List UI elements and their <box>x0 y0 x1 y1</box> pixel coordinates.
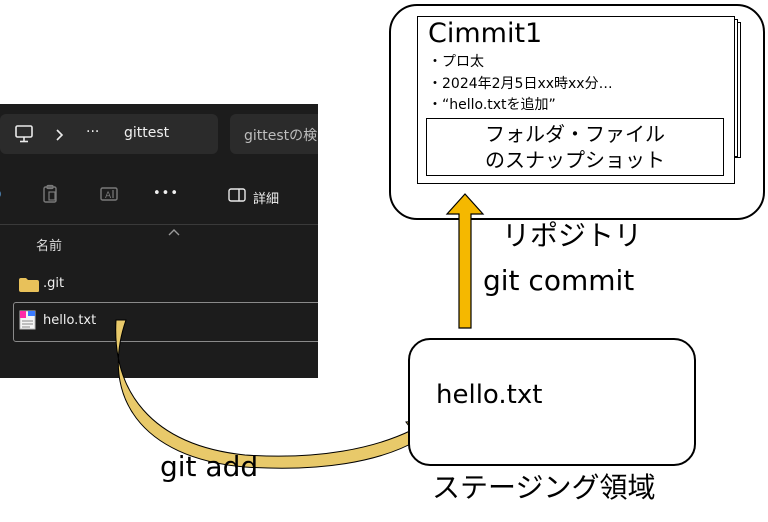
details-button-label[interactable]: 詳細 <box>253 192 280 207</box>
staged-file-name: hello.txt <box>436 380 543 410</box>
details-pane-icon[interactable] <box>228 188 246 202</box>
snapshot-line-2: のスナップショット <box>485 148 665 172</box>
more-options-button[interactable]: ••• <box>153 186 180 201</box>
staging-area-label: ステージング領域 <box>432 471 656 504</box>
commit-author: ・プロ太 <box>428 54 484 70</box>
breadcrumb-ellipsis[interactable]: ··· <box>86 124 100 140</box>
file-explorer-window: ··· gittest gittestの検 A ••• 詳細 名前 .git h <box>0 104 318 378</box>
paste-icon[interactable] <box>40 184 60 204</box>
toolbar-divider <box>0 224 318 225</box>
text-file-icon <box>19 310 36 330</box>
sort-chevron-up-icon <box>168 229 180 236</box>
commit-message: ・“hello.txtを追加” <box>428 97 556 113</box>
snapshot-line-1: フォルダ・ファイル <box>485 122 665 146</box>
chevron-right-icon <box>56 129 64 141</box>
column-header-name[interactable]: 名前 <box>36 239 63 254</box>
computer-icon <box>15 125 33 143</box>
snapshot-box: フォルダ・ファイル のスナップショット <box>426 118 724 176</box>
breadcrumb-folder[interactable]: gittest <box>124 125 170 141</box>
folder-icon <box>19 278 39 292</box>
add-curved-arrow <box>115 319 441 469</box>
svg-text:A: A <box>105 191 112 201</box>
staging-area-box <box>408 338 696 466</box>
commit-date: ・2024年2月5日xx時xx分… <box>428 76 613 92</box>
tab-title[interactable]: gittestの検 <box>244 128 318 144</box>
git-add-label: git add <box>160 450 259 483</box>
file-item-hello-txt[interactable]: hello.txt <box>43 313 97 328</box>
repository-label: リポジトリ <box>502 219 643 252</box>
rename-icon[interactable]: A <box>99 184 119 204</box>
file-row-hello-selected[interactable] <box>13 302 318 342</box>
search-box[interactable] <box>230 114 318 154</box>
commit-title: Cimmit1 <box>428 18 543 49</box>
commit-arrow <box>445 193 485 329</box>
git-commit-label: git commit <box>483 264 635 297</box>
address-bar[interactable] <box>0 114 218 154</box>
file-item-git[interactable]: .git <box>43 276 65 291</box>
